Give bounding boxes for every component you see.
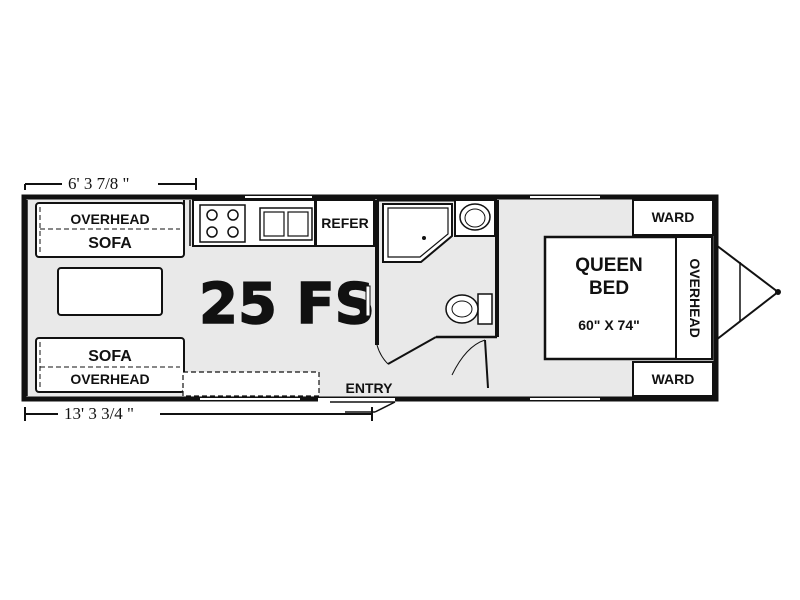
- bed-label-line1: QUEEN: [575, 255, 643, 276]
- front-overhead-label: OVERHEAD: [70, 211, 149, 227]
- refer-label: REFER: [321, 215, 368, 231]
- toilet: [445, 293, 493, 325]
- front-sofa-label: SOFA: [88, 235, 132, 252]
- ward-top-label: WARD: [652, 209, 695, 225]
- wardrobe-top: WARD: [632, 199, 714, 236]
- rear-sofa-label: SOFA: [88, 348, 132, 365]
- rear-overhead-label: OVERHEAD: [70, 371, 149, 387]
- model-name: 25 FS: [199, 272, 375, 337]
- bottom-dimension-label: 13' 3 3/4 ": [64, 404, 134, 423]
- bed-label-line2: BED: [589, 278, 629, 299]
- top-dimension-label: 6' 3 7/8 ": [68, 174, 129, 193]
- entry-label: ENTRY: [346, 380, 394, 396]
- dinette-table: [57, 267, 163, 316]
- stove: [199, 204, 246, 243]
- top-dimension: 6' 3 7/8 ": [24, 174, 197, 193]
- bed-overhead-label: OVERHEAD: [687, 258, 703, 337]
- bed-size-label: 60" X 74": [578, 317, 640, 333]
- kitchen-counter: [192, 199, 316, 247]
- wardrobe-bottom: WARD: [632, 361, 714, 397]
- bed-overhead: OVERHEAD: [675, 236, 713, 360]
- kitchen-sink: [259, 207, 313, 241]
- entry-door: [318, 398, 396, 413]
- bathroom: [375, 198, 499, 389]
- bathroom-door: [387, 336, 437, 365]
- shower: [382, 203, 453, 263]
- bottom-dimension: 13' 3 3/4 ": [24, 404, 373, 423]
- entry-storage: [182, 371, 320, 397]
- front-sofa-area: OVERHEAD SOFA: [35, 202, 185, 258]
- ward-bottom-label: WARD: [652, 371, 695, 387]
- refrigerator: REFER: [315, 199, 375, 247]
- hitch: [715, 244, 781, 341]
- rear-sofa-area: SOFA OVERHEAD: [35, 337, 185, 393]
